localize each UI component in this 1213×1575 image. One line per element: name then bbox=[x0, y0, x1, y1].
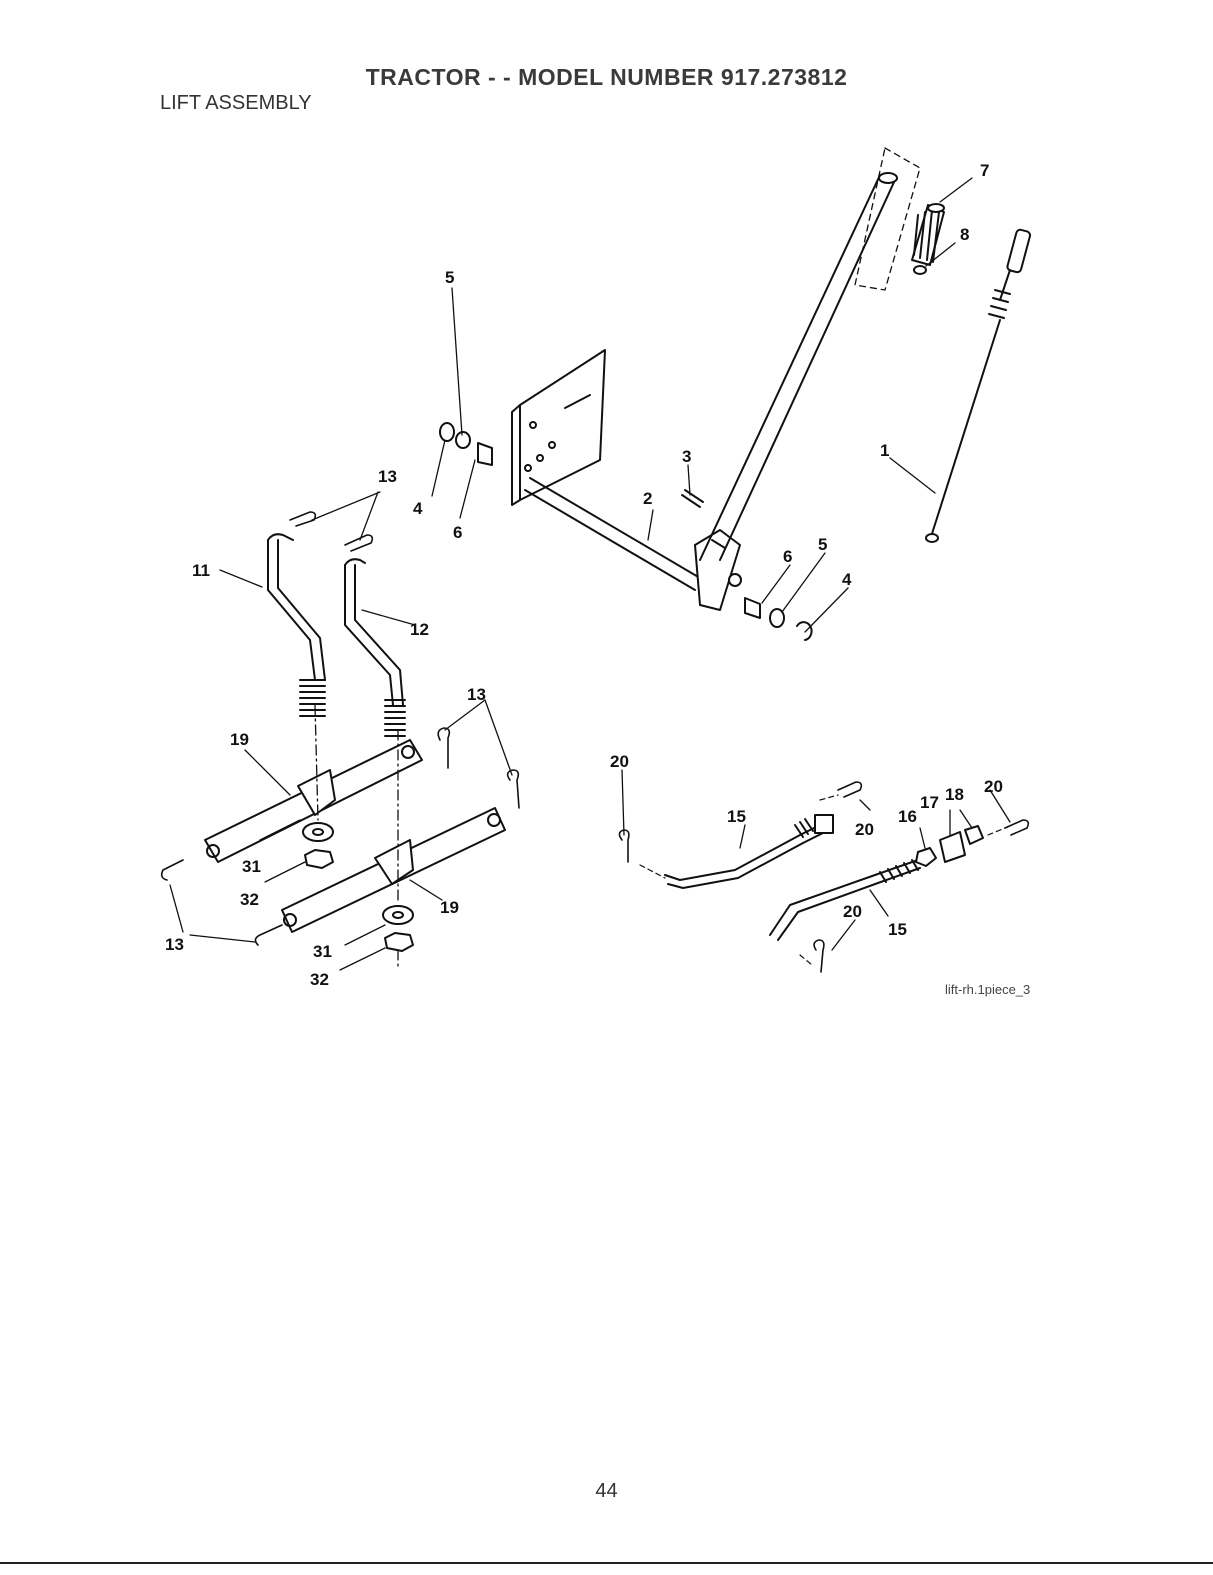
callout-13: 13 bbox=[165, 935, 184, 954]
nut-lower bbox=[385, 933, 413, 951]
callout-6: 6 bbox=[453, 523, 462, 542]
adjuster-rod-upper bbox=[665, 815, 833, 888]
callout-7: 7 bbox=[980, 161, 989, 180]
callout-6: 6 bbox=[783, 547, 792, 566]
lift-rod bbox=[926, 229, 1031, 542]
callout-20: 20 bbox=[843, 902, 862, 921]
callout-5: 5 bbox=[445, 268, 454, 287]
bottom-rule bbox=[0, 1562, 1213, 1564]
callout-19: 19 bbox=[230, 730, 249, 749]
washer-left bbox=[456, 432, 470, 448]
callout-15: 15 bbox=[727, 807, 746, 826]
pin bbox=[682, 490, 703, 507]
callout-1: 1 bbox=[880, 441, 889, 460]
callout-32: 32 bbox=[240, 890, 259, 909]
callout-20: 20 bbox=[855, 820, 874, 839]
e-ring-left bbox=[440, 423, 454, 441]
nut-upper bbox=[305, 850, 333, 868]
callout-12: 12 bbox=[410, 620, 429, 639]
bushing-right bbox=[745, 598, 760, 618]
callout-18: 18 bbox=[945, 785, 964, 804]
callout-4: 4 bbox=[842, 570, 852, 589]
lift-shaft-assembly bbox=[512, 173, 897, 610]
callout-20: 20 bbox=[610, 752, 629, 771]
lift-arm-upper bbox=[205, 740, 422, 862]
leader-lines bbox=[170, 178, 1010, 970]
swivel-nut bbox=[916, 848, 936, 866]
callout-8: 8 bbox=[960, 225, 969, 244]
callout-31: 31 bbox=[242, 857, 261, 876]
callout-20: 20 bbox=[984, 777, 1003, 796]
callout-5: 5 bbox=[818, 535, 827, 554]
callout-13: 13 bbox=[378, 467, 397, 486]
diagram-reference-code: lift-rh.1piece_3 bbox=[945, 982, 1030, 997]
lift-link-11 bbox=[268, 534, 325, 716]
trunnion bbox=[940, 832, 965, 862]
spacer-upper bbox=[303, 823, 333, 841]
lift-link-12 bbox=[345, 559, 405, 736]
hairpin-clips bbox=[162, 512, 1029, 972]
e-ring-right bbox=[797, 622, 812, 640]
lever-tip-dashed-outline bbox=[855, 148, 920, 290]
callout-32: 32 bbox=[310, 970, 329, 989]
callout-2: 2 bbox=[643, 489, 652, 508]
callout-19: 19 bbox=[440, 898, 459, 917]
callout-13: 13 bbox=[467, 685, 486, 704]
callout-11: 11 bbox=[192, 561, 210, 580]
callout-31: 31 bbox=[313, 942, 332, 961]
callout-15: 15 bbox=[888, 920, 907, 939]
callout-17: 17 bbox=[920, 793, 939, 812]
callout-4: 4 bbox=[413, 499, 423, 518]
callout-3: 3 bbox=[682, 447, 691, 466]
locknut bbox=[965, 826, 983, 844]
grip bbox=[912, 204, 944, 274]
callout-16: 16 bbox=[898, 807, 917, 826]
bushing-left bbox=[478, 443, 492, 465]
spacer-lower bbox=[383, 906, 413, 924]
callout-numbers: 7 8 5 3 1 13 4 6 2 6 5 11 12 4 13 19 20 … bbox=[165, 161, 1003, 989]
page-number: 44 bbox=[0, 1480, 1213, 1503]
